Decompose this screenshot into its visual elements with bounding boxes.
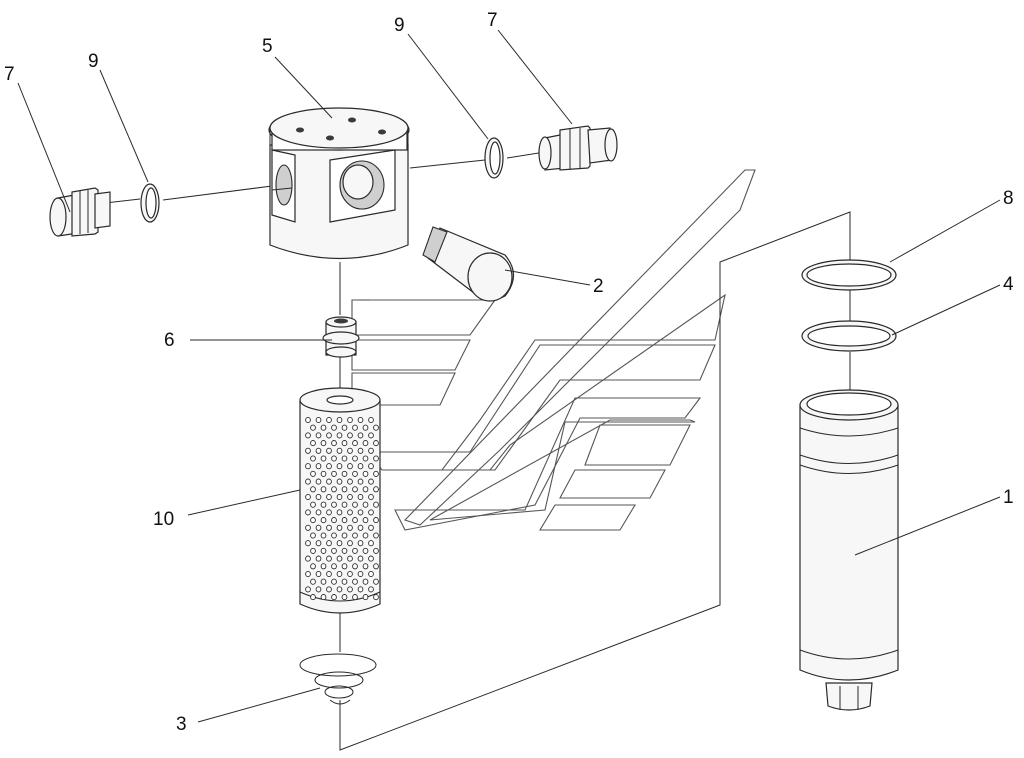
callout-10: 10 (153, 509, 174, 530)
callout-2: 2 (593, 276, 604, 297)
clogging-indicator (422, 226, 515, 302)
callout-7-left: 7 (4, 64, 15, 85)
assembly-lines (104, 151, 851, 751)
right-fitting (538, 125, 618, 171)
o-ring-8 (801, 259, 897, 291)
nipple-fitting (322, 316, 360, 358)
filter-perforations (305, 416, 379, 601)
callout-4: 4 (1003, 274, 1014, 295)
filter-bowl (799, 389, 899, 711)
filter-head (268, 107, 410, 260)
callout-9-right: 9 (394, 15, 405, 36)
o-ring-4 (801, 320, 897, 352)
callout-9-left: 9 (88, 51, 99, 72)
callout-labels: 7 9 5 9 7 8 4 2 6 10 1 3 (4, 10, 1014, 735)
callout-7-right: 7 (487, 10, 498, 31)
leader-lines (17, 29, 1001, 723)
left-seal-ring (140, 183, 160, 223)
right-seal-ring (484, 137, 504, 179)
filter-element (299, 387, 381, 614)
spring (299, 653, 377, 705)
callout-6: 6 (164, 330, 175, 351)
callout-3: 3 (176, 714, 187, 735)
callout-5: 5 (262, 36, 273, 57)
callout-8: 8 (1003, 188, 1014, 209)
watermark-logo (351, 169, 756, 531)
left-fitting (49, 187, 111, 237)
callout-1: 1 (1003, 487, 1014, 508)
